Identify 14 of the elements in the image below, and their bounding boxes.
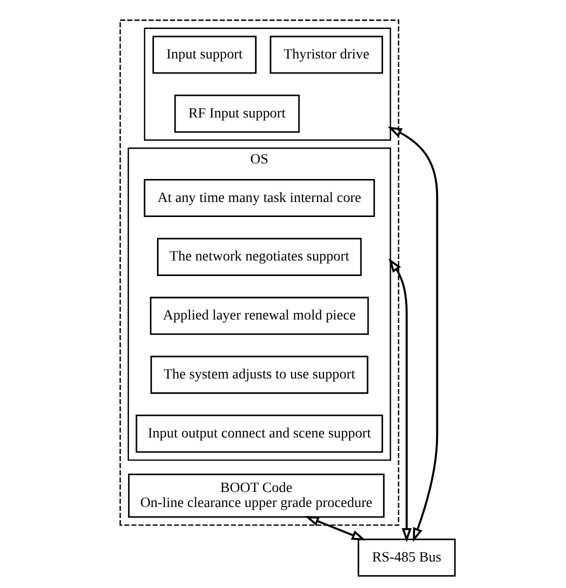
cluster — [143, 28, 391, 141]
node-box: At any time many task internal core — [143, 178, 374, 218]
node-box: BOOT Code On-line clearance upper grade procedure — [128, 474, 384, 518]
node-box: RF Input support — [174, 94, 300, 133]
node-box: RS-485 Bus — [357, 538, 456, 577]
node-box: Thyristor drive — [269, 36, 383, 74]
arrow — [387, 126, 438, 542]
arrow — [304, 516, 366, 540]
node-box: The network negotiates support — [156, 238, 362, 276]
node-box: Applied layer renewal mold piece — [149, 296, 368, 335]
arrow — [388, 258, 412, 542]
node-box: The system adjusts to use support — [150, 356, 368, 394]
node-box: Input support — [152, 36, 256, 74]
node-box: Input output connect and scene support — [135, 414, 383, 453]
